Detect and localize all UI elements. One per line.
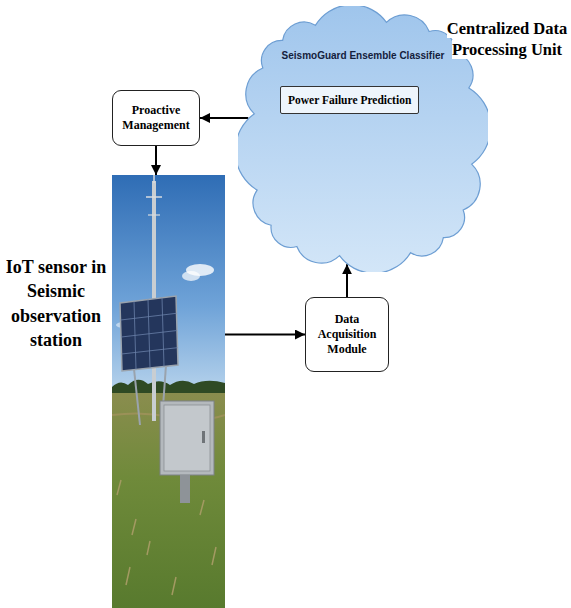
cloud-outline bbox=[238, 6, 488, 272]
grass-part bbox=[112, 393, 225, 608]
flow-arrow bbox=[346, 264, 348, 297]
equipment-cabinet bbox=[160, 401, 214, 503]
flow-arrow bbox=[225, 334, 305, 336]
solar-panel-part bbox=[120, 296, 178, 371]
sky bbox=[112, 175, 225, 393]
process-box: Power Failure Prediction bbox=[280, 86, 419, 114]
label-holder: Centralized Data Processing Unit bbox=[446, 18, 568, 61]
solar-panel-part bbox=[134, 369, 140, 425]
sky-part bbox=[182, 271, 200, 281]
process-box: Data Acquisition Module bbox=[305, 297, 389, 372]
grass bbox=[112, 393, 225, 608]
equipment-cabinet-part bbox=[180, 475, 190, 503]
sky-part bbox=[112, 175, 225, 393]
unit-label: Centralized Data Processing Unit bbox=[447, 19, 568, 59]
station-caption: IoT sensor in Seismic observation statio… bbox=[4, 255, 108, 352]
grass-part bbox=[117, 463, 216, 595]
flow-arrow bbox=[200, 117, 248, 119]
classifier-title: SeismoGuard Ensemble Classifier bbox=[238, 50, 488, 61]
equipment-cabinet-part bbox=[164, 405, 210, 471]
cloud-shape: SeismoGuard Ensemble ClassifierPower Fai… bbox=[238, 6, 488, 272]
antenna-mast-part bbox=[148, 214, 160, 215]
equipment-cabinet-part bbox=[202, 431, 205, 443]
antenna-mast-part bbox=[153, 175, 155, 183]
flow-arrow bbox=[155, 146, 157, 175]
process-box: Proactive Management bbox=[112, 90, 200, 146]
station-photo bbox=[112, 175, 225, 608]
box-label: Data Acquisition Module bbox=[312, 312, 382, 357]
equipment-cabinet-part bbox=[160, 401, 214, 475]
solar-panel-part bbox=[121, 298, 178, 370]
cloud-outline bbox=[238, 6, 488, 272]
station-node: IoT sensor in Seismic observation statio… bbox=[112, 175, 225, 608]
box-label: Proactive Management bbox=[119, 103, 193, 133]
box-label: Power Failure Prediction bbox=[288, 94, 411, 106]
antenna-mast-part bbox=[146, 196, 162, 198]
